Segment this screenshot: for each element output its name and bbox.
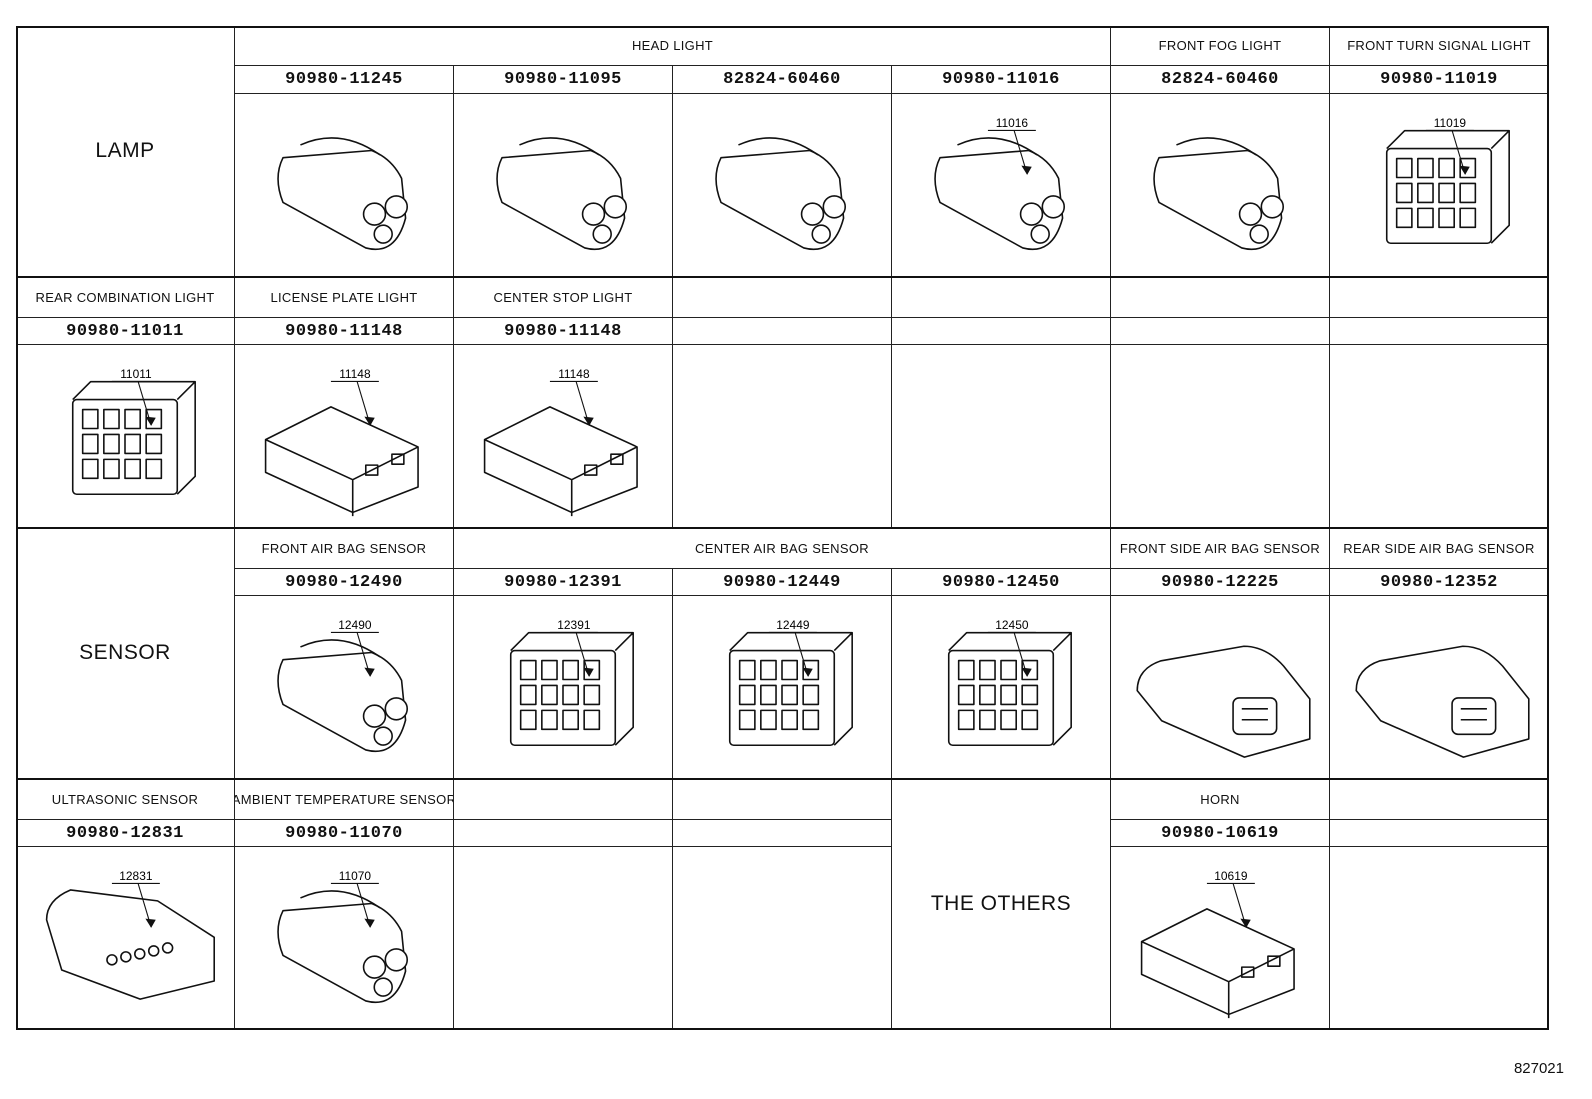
part-number: 90980-11016 xyxy=(892,66,1111,94)
callout-label: 12490 xyxy=(338,618,372,632)
part-number xyxy=(673,318,892,345)
connector-picture: 10619 xyxy=(1111,847,1330,1030)
part-number xyxy=(673,820,892,847)
part-number: 90980-12225 xyxy=(1111,569,1330,596)
part-number: 90980-12831 xyxy=(16,820,235,847)
connector-drawing: 12449 xyxy=(728,618,853,747)
connector-label xyxy=(892,277,1111,318)
connector-drawing: 11019 xyxy=(1385,116,1510,245)
connector-label xyxy=(454,779,673,820)
connector-drawing: 12490 xyxy=(277,618,409,753)
part-number: 90980-11070 xyxy=(235,820,454,847)
callout-label: 12831 xyxy=(119,869,153,883)
connector-picture: 12490 xyxy=(235,596,454,779)
label-center-air-bag-sensor: CENTER AIR BAG SENSOR xyxy=(454,528,1111,569)
connector-picture xyxy=(454,94,673,277)
connector-picture: 12831 xyxy=(16,847,235,1030)
connector-drawing: 11016 xyxy=(934,116,1066,251)
connector-picture: 11011 xyxy=(16,345,235,528)
part-number: 90980-12391 xyxy=(454,569,673,596)
part-number: 90980-12450 xyxy=(892,569,1111,596)
connector-drawing: 12450 xyxy=(947,618,1072,747)
part-number: 82824-60460 xyxy=(1111,66,1330,94)
label-front-air-bag-sensor: FRONT AIR BAG SENSOR xyxy=(235,528,454,569)
part-number: 90980-11148 xyxy=(235,318,454,345)
part-number: 90980-11095 xyxy=(454,66,673,94)
callout-label: 11070 xyxy=(339,869,372,883)
label-head-light: HEAD LIGHT xyxy=(235,26,1111,66)
callout-label: 11016 xyxy=(996,116,1029,130)
part-number: 90980-11148 xyxy=(454,318,673,345)
part-number xyxy=(454,820,673,847)
callout-label: 11148 xyxy=(558,367,590,381)
section-rule xyxy=(16,276,1549,278)
connector-picture: 12449 xyxy=(673,596,892,779)
connector-picture xyxy=(235,94,454,277)
section-rule xyxy=(16,527,1549,529)
callout-label: 11019 xyxy=(1434,116,1467,130)
part-number: 90980-11245 xyxy=(235,66,454,94)
callout-label: 12450 xyxy=(995,618,1029,632)
connector-picture: 12450 xyxy=(892,596,1111,779)
connector-picture: 11070 xyxy=(235,847,454,1030)
callout-label: 11148 xyxy=(339,367,371,381)
connector-label: CENTER STOP LIGHT xyxy=(454,277,673,318)
connector-drawing xyxy=(1355,645,1530,758)
connector-label: AMBIENT TEMPERATURE SENSOR xyxy=(235,779,454,820)
connector-label: ULTRASONIC SENSOR xyxy=(16,779,235,820)
connector-label: REAR COMBINATION LIGHT xyxy=(16,277,235,318)
part-number: 90980-12449 xyxy=(673,569,892,596)
callout-label: 10619 xyxy=(1214,869,1248,883)
part-number: 90980-12490 xyxy=(235,569,454,596)
connector-drawing xyxy=(496,137,628,251)
connector-drawing: 11011 xyxy=(71,367,196,496)
label-front-fog-light: FRONT FOG LIGHT xyxy=(1111,26,1330,66)
connector-picture xyxy=(673,94,892,277)
connector-drawing xyxy=(277,137,409,251)
connector-label xyxy=(673,277,892,318)
part-number: 82824-60460 xyxy=(673,66,892,94)
connector-picture: 12391 xyxy=(454,596,673,779)
part-number xyxy=(892,318,1111,345)
connector-label xyxy=(673,779,892,820)
connector-drawing xyxy=(1153,137,1285,251)
connector-drawing: 11148 xyxy=(483,367,638,517)
part-number: 90980-11011 xyxy=(16,318,235,345)
label-front-side-air-bag-sensor: FRONT SIDE AIR BAG SENSOR xyxy=(1111,528,1330,569)
callout-label: 11011 xyxy=(120,367,152,381)
part-number xyxy=(1111,318,1330,345)
callout-label: 12391 xyxy=(557,618,591,632)
callout-label: 12449 xyxy=(776,618,810,632)
connector-drawing: 11148 xyxy=(264,367,419,517)
connector-drawing: 12391 xyxy=(509,618,634,747)
figure-code: 827021 xyxy=(1513,1060,1564,1077)
connector-drawing: 11070 xyxy=(277,869,409,1004)
connector-label: LICENSE PLATE LIGHT xyxy=(235,277,454,318)
connector-label xyxy=(1111,277,1330,318)
connector-picture: 11148 xyxy=(454,345,673,528)
connector-drawing xyxy=(1136,645,1311,758)
part-number: 90980-10619 xyxy=(1111,820,1330,847)
connector-drawing: 12831 xyxy=(45,869,216,1000)
connector-drawing xyxy=(715,137,847,251)
section-rule xyxy=(16,778,1549,780)
connector-label: HORN xyxy=(1111,779,1330,820)
connector-drawing: 10619 xyxy=(1140,869,1295,1019)
